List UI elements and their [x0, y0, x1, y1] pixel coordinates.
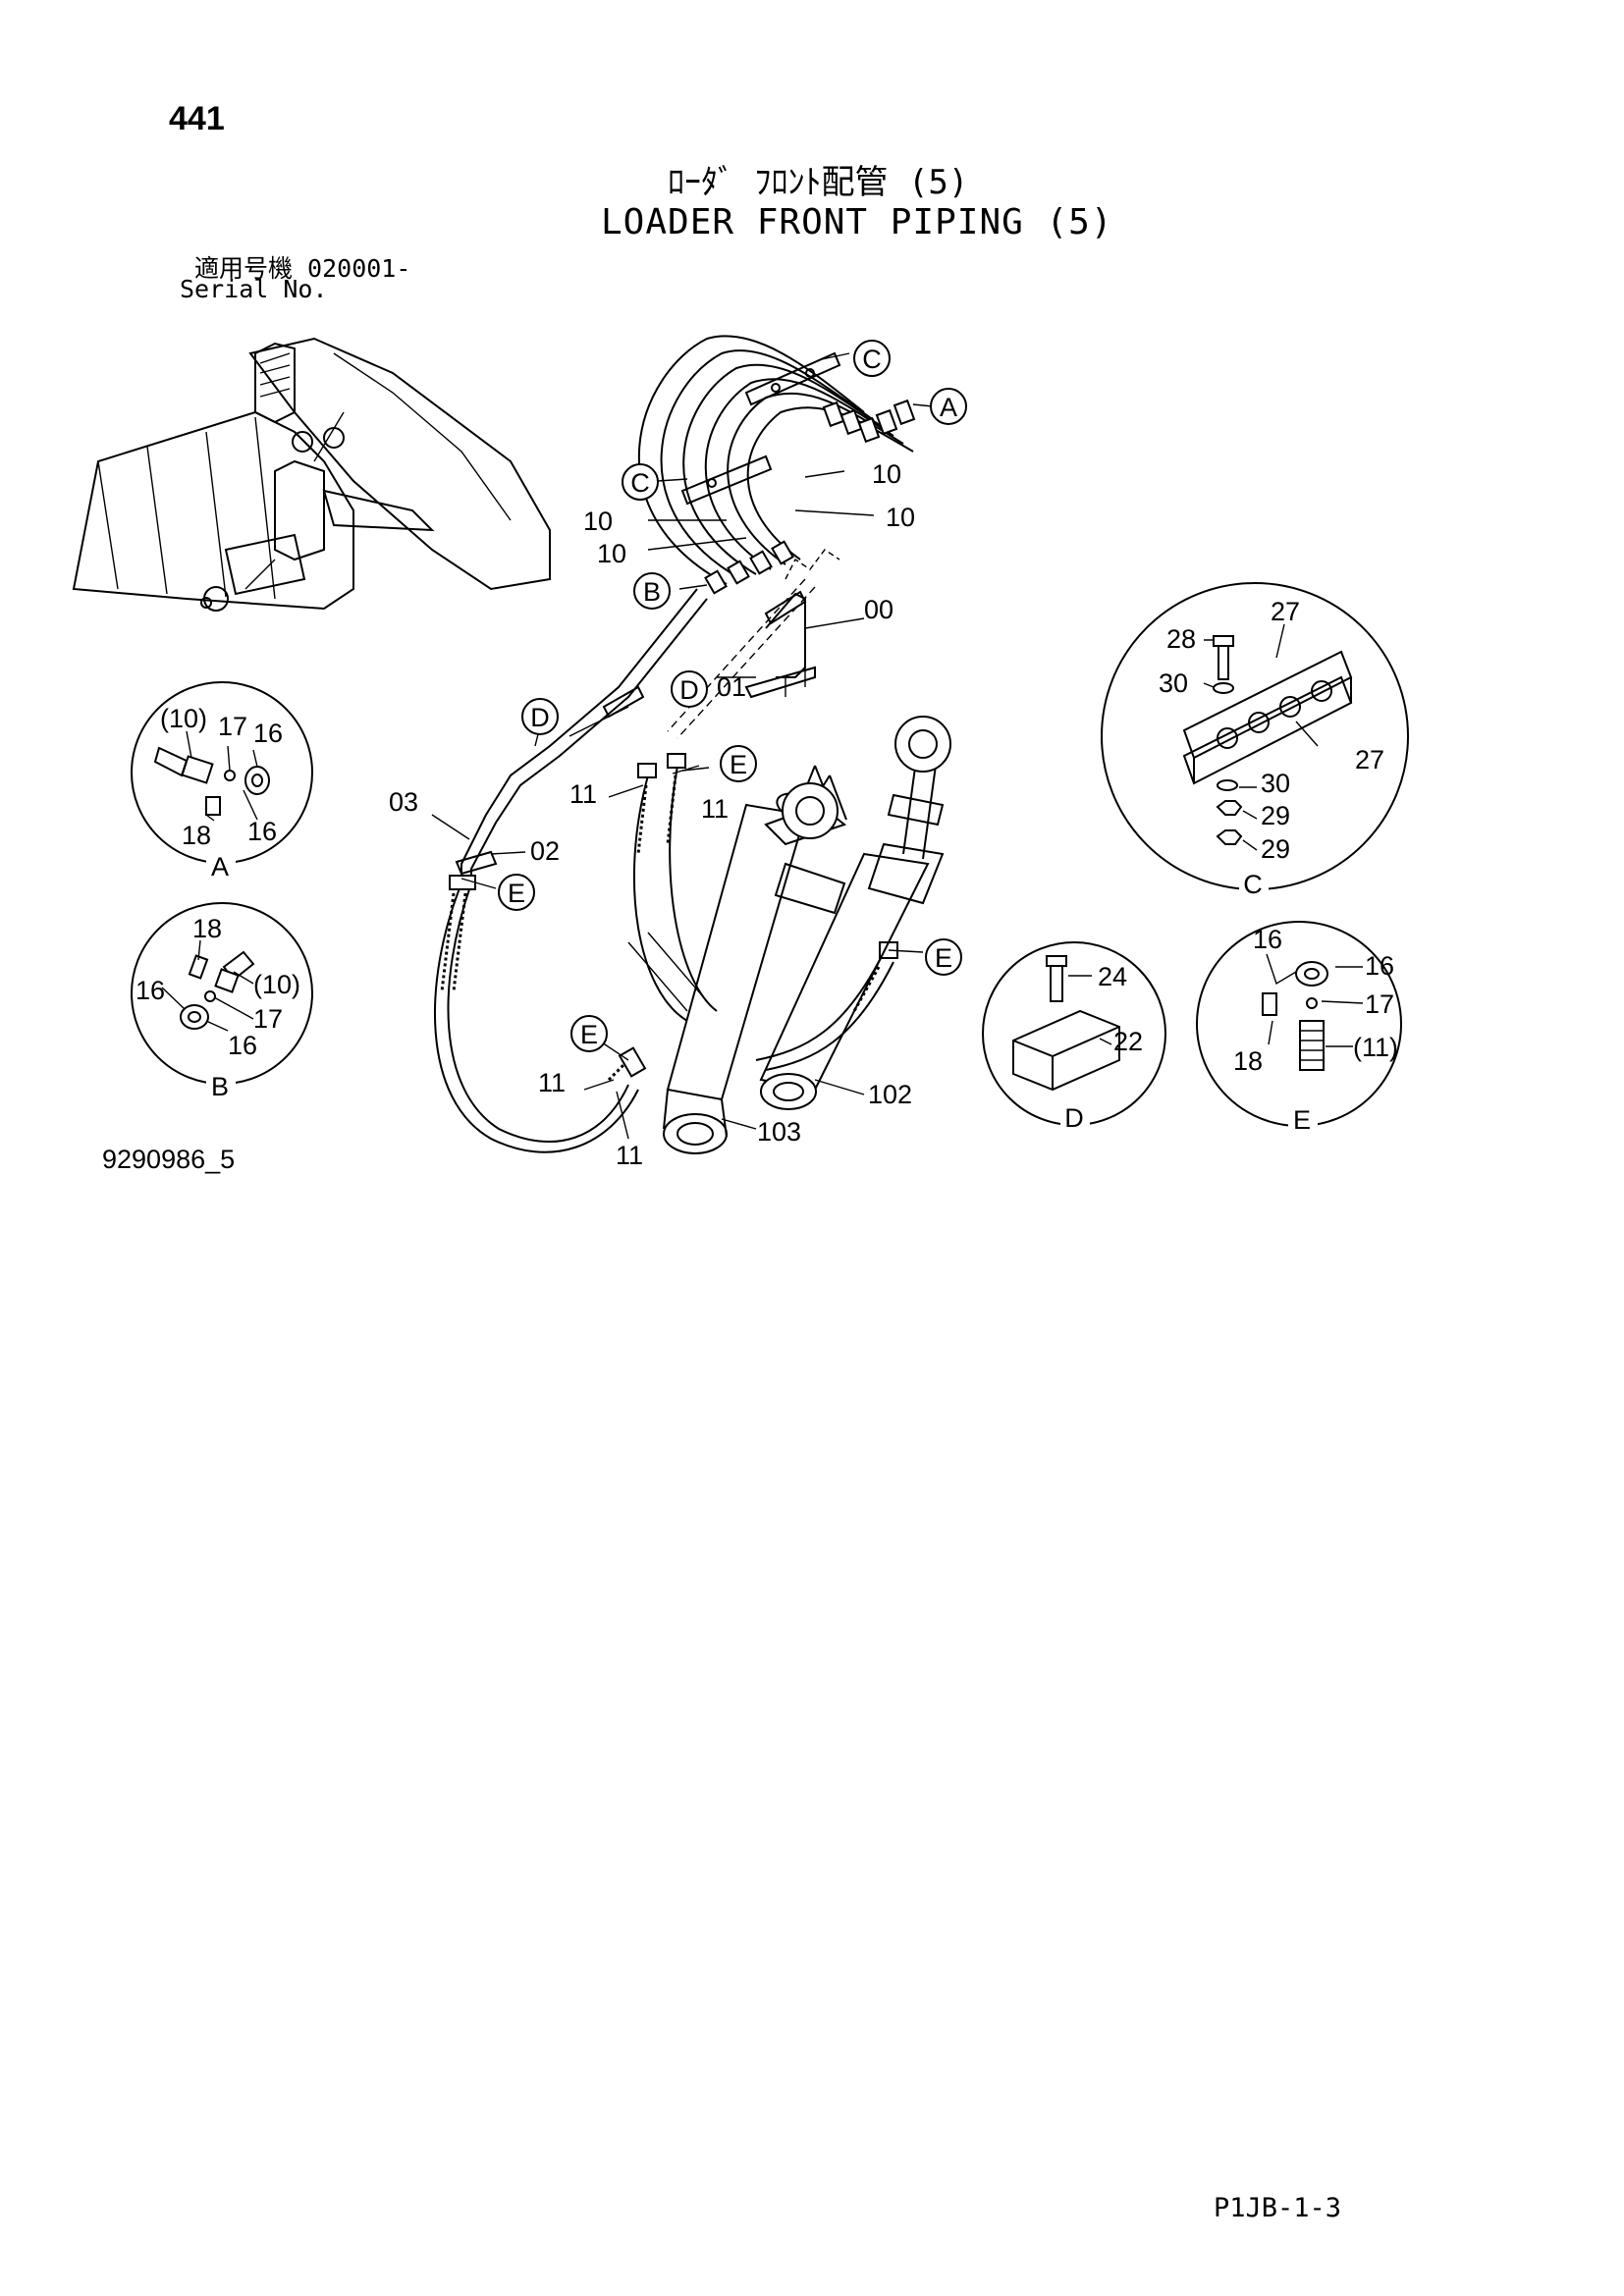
svg-text:E: E: [730, 750, 747, 779]
title-japanese: ﾛｰﾀﾞ ﾌﾛﾝﾄ配管 (5): [668, 163, 969, 202]
part-label-02: 02: [530, 836, 560, 866]
callout-c-top: C: [853, 340, 891, 377]
svg-text:22: 22: [1113, 1027, 1143, 1056]
serial-label-japanese: 適用号機 020001-: [194, 254, 411, 283]
part-label-00: 00: [864, 595, 893, 624]
svg-text:16: 16: [135, 976, 165, 1005]
detail-e: 16 16 17 18 (11) E: [1196, 921, 1402, 1135]
svg-text:30: 30: [1159, 668, 1188, 698]
callout-d-left: D: [521, 698, 559, 735]
part-label-10: 10: [597, 539, 626, 568]
detail-b: 18 (10) 16 17 16 B: [131, 902, 313, 1101]
detail-c: 27 28 30 27 30 29 29 C: [1101, 582, 1409, 899]
callout-d-mid: D: [671, 670, 708, 708]
page-number: 441: [169, 100, 225, 137]
callout-b-left: B: [633, 572, 671, 610]
part-label-01: 01: [717, 672, 746, 702]
svg-text:E: E: [1293, 1105, 1311, 1135]
svg-text:(10): (10): [253, 970, 300, 999]
svg-text:A: A: [940, 393, 957, 422]
svg-text:D: D: [679, 675, 699, 705]
sheet-code: P1JB-1-3: [1214, 2193, 1342, 2223]
svg-text:18: 18: [192, 914, 222, 943]
svg-text:17: 17: [253, 1004, 283, 1034]
callout-e-bottom: E: [570, 1015, 608, 1052]
drawing-id: 9290986_5: [102, 1145, 236, 1174]
svg-text:16: 16: [228, 1031, 257, 1060]
svg-text:B: B: [211, 1072, 229, 1101]
svg-text:28: 28: [1166, 624, 1196, 654]
loader-overview-drawing: [72, 337, 551, 612]
svg-text:E: E: [508, 879, 525, 908]
part-label-10: 10: [583, 507, 613, 536]
main-piping-drawing: [431, 335, 951, 1154]
svg-text:C: C: [862, 345, 882, 374]
svg-text:D: D: [530, 703, 550, 732]
svg-text:17: 17: [1365, 989, 1394, 1019]
detail-a: (10) 17 16 18 16 A: [131, 681, 313, 881]
part-label-10: 10: [872, 459, 901, 489]
part-label-03: 03: [389, 787, 418, 817]
callout-a-top: A: [930, 388, 967, 425]
svg-text:A: A: [211, 852, 229, 881]
svg-text:18: 18: [182, 821, 211, 850]
hose-end-fittings-a: [822, 399, 916, 444]
cylinder-102: [759, 716, 951, 1110]
svg-text:16: 16: [247, 817, 277, 846]
svg-text:D: D: [1064, 1103, 1084, 1133]
svg-text:24: 24: [1098, 962, 1127, 991]
svg-text:(10): (10): [160, 704, 207, 733]
callout-e-right: E: [925, 938, 962, 976]
part-label-11: 11: [616, 1141, 643, 1170]
svg-text:29: 29: [1261, 834, 1290, 864]
svg-text:C: C: [630, 468, 650, 498]
title-english: LOADER FRONT PIPING (5): [601, 202, 1113, 242]
part-label-11: 11: [538, 1068, 566, 1097]
part-label-103: 103: [757, 1117, 801, 1147]
svg-text:30: 30: [1261, 769, 1290, 798]
svg-text:27: 27: [1355, 745, 1384, 774]
svg-text:C: C: [1243, 870, 1263, 899]
svg-text:16: 16: [1365, 951, 1394, 981]
part-label-11: 11: [701, 794, 729, 824]
svg-text:16: 16: [253, 719, 283, 748]
serial-label-english: Serial No.: [180, 275, 328, 303]
part-label-10: 10: [886, 503, 915, 532]
svg-text:E: E: [935, 943, 952, 973]
callout-e-left: E: [498, 874, 535, 911]
svg-text:17: 17: [218, 712, 247, 741]
callout-c-left: C: [622, 463, 659, 501]
part-label-102: 102: [868, 1080, 912, 1109]
svg-text:16: 16: [1253, 925, 1282, 954]
svg-text:18: 18: [1233, 1046, 1263, 1076]
svg-text:E: E: [580, 1020, 598, 1049]
svg-text:27: 27: [1271, 597, 1300, 626]
svg-text:29: 29: [1261, 801, 1290, 830]
detail-d: 24 22 D: [982, 941, 1166, 1133]
svg-text:B: B: [643, 577, 661, 607]
callout-e-top: E: [720, 745, 757, 782]
svg-text:(11): (11): [1353, 1033, 1398, 1062]
part-label-11: 11: [569, 779, 597, 809]
